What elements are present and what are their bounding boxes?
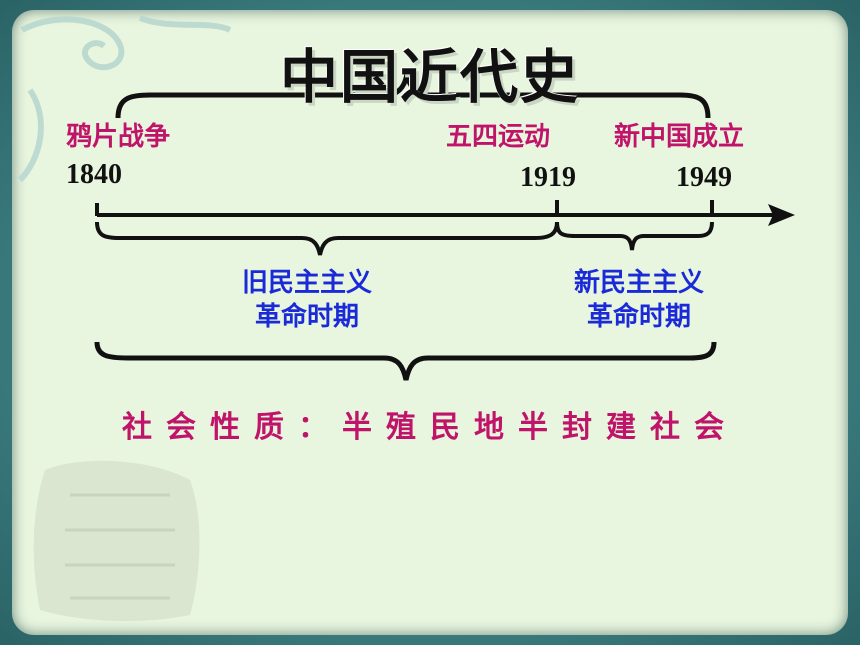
- event-may-fourth: 五四运动: [446, 122, 551, 152]
- new-period-line2: 革命时期: [586, 302, 691, 332]
- new-democratic-period: 新民主主义 革命时期: [554, 266, 724, 334]
- event-prc-founding: 新中国成立: [614, 122, 745, 152]
- year-1919: 1919: [520, 162, 576, 193]
- seal-stone-icon: [33, 460, 200, 622]
- old-period-line2: 革命时期: [254, 302, 359, 332]
- society-brace: [94, 341, 717, 381]
- timeline-arrow-icon: [768, 204, 795, 226]
- old-democratic-period: 旧民主主义 革命时期: [222, 266, 392, 334]
- page-title: 中国近代史: [280, 43, 581, 111]
- new-period-line1: 新民主主义: [573, 268, 704, 298]
- year-1840: 1840: [66, 159, 122, 190]
- old-period-line1: 旧民主主义: [241, 268, 372, 298]
- new-period-brace: [555, 221, 714, 251]
- year-1949: 1949: [676, 162, 732, 193]
- old-period-brace: [95, 221, 559, 256]
- society-nature: 社会性质：半殖民地半封建社会: [122, 410, 738, 445]
- cloud-ornament-icon: [17, 15, 232, 183]
- event-opium-war: 鸦片战争: [66, 122, 171, 152]
- top-brace: [115, 73, 711, 119]
